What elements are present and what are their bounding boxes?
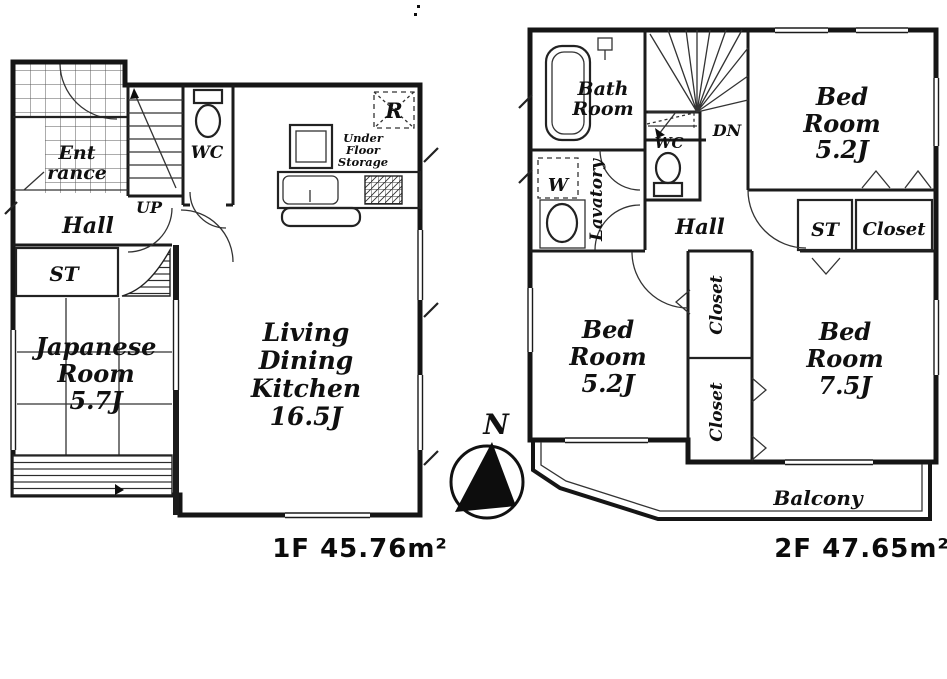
bedright-label-line1: Bed xyxy=(818,317,872,346)
bedtop-door-arc xyxy=(747,189,807,249)
underfloor-label-line1: Under xyxy=(343,131,384,145)
washer-box xyxy=(537,157,579,199)
bath-door-arc xyxy=(599,149,641,191)
floor2-plan: Bath Room DN WC W Lavatory Hall ST Close… xyxy=(518,26,947,564)
ldk-label-line4: 16.5J xyxy=(270,402,345,431)
ldk-door-arc xyxy=(180,209,234,263)
washer-label: W xyxy=(548,175,570,196)
floor1-plan: Ent rance UP Hall WC ST Japanese Room 5.… xyxy=(4,59,448,564)
fridge-label: R xyxy=(384,98,402,123)
wall-ticks xyxy=(4,147,439,466)
japanese-door-arc xyxy=(127,207,173,253)
storage-room xyxy=(14,246,120,298)
st2-room xyxy=(796,198,854,252)
closet-mid-lower-label: Closet xyxy=(707,382,727,442)
ldk-label-line3: Kitchen xyxy=(250,374,361,403)
bath-label-line2: Room xyxy=(571,98,633,120)
entrance-label-line1: Ent xyxy=(57,142,95,164)
lavatory-door-arc xyxy=(594,204,641,251)
toilet-icon xyxy=(192,88,224,139)
dn-label: DN xyxy=(712,121,743,140)
scan-speck xyxy=(417,5,420,8)
floor1-area-label: 1F 45.76m² xyxy=(272,534,448,564)
floor2-outer-walls xyxy=(527,27,939,465)
floor1-windows xyxy=(9,230,424,519)
floor2-windows xyxy=(526,26,940,466)
lavatory-sink-icon xyxy=(539,199,586,249)
closet-top-room xyxy=(854,198,934,252)
kitchen-cabinet-inner xyxy=(295,130,327,163)
lavatory-label: Lavatory xyxy=(587,158,607,242)
kitchen-fixtures xyxy=(276,91,422,228)
hall1-label: Hall xyxy=(61,213,114,239)
tatami-grid xyxy=(12,298,173,496)
ldk-label-line1: Living xyxy=(262,318,350,347)
wc1-label: WC xyxy=(191,143,224,163)
hall2-label: Hall xyxy=(674,214,724,239)
bath-label-line1: Bath xyxy=(577,78,629,100)
st1-label: ST xyxy=(49,262,80,286)
floor2-area-label: 2F 47.65m² xyxy=(774,534,947,564)
wall-ticks-2f xyxy=(518,94,533,184)
up-label: UP xyxy=(136,198,163,217)
scan-speck xyxy=(414,13,417,16)
bedright-label-line2: Room xyxy=(805,344,883,373)
stairs-down xyxy=(648,29,749,138)
japanese-label-line3: 5.7J xyxy=(69,386,124,415)
fridge-space-box xyxy=(373,91,415,129)
closet-door-chevrons xyxy=(675,169,932,461)
engawa-strip xyxy=(12,454,173,496)
front-door-arc xyxy=(59,63,118,120)
slider-marker xyxy=(115,484,124,495)
japanese-label-line1: Japanese xyxy=(32,332,157,361)
under-stairs-wedge xyxy=(121,247,171,297)
balcony-outline xyxy=(531,442,932,521)
entrance-tiles xyxy=(45,117,128,193)
bathtub-icon xyxy=(544,37,613,142)
bedright-label-line3: 7.5J xyxy=(818,371,873,400)
entrance-label-line2: rance xyxy=(47,162,107,184)
bedleft-label-line1: Bed xyxy=(581,315,635,344)
stove xyxy=(364,175,403,205)
bedleft-label-line2: Room xyxy=(568,342,646,371)
compass-circle xyxy=(449,444,525,520)
underfloor-label-line3: Storage xyxy=(338,155,388,169)
sink xyxy=(282,175,339,205)
ldk-label-line2: Dining xyxy=(258,346,354,375)
porch-tiles xyxy=(13,62,125,117)
bedtop-label-line2: Room xyxy=(802,109,880,138)
kitchen-cabinet xyxy=(288,123,334,170)
wc-door-arc xyxy=(189,191,227,229)
toilet2-icon xyxy=(646,112,695,198)
fridge-cross xyxy=(373,91,415,129)
underfloor-label-line2: Floor xyxy=(345,143,381,157)
bedleft-label-line3: 5.2J xyxy=(581,369,636,398)
japanese-label-line2: Room xyxy=(56,359,134,388)
compass-needle xyxy=(455,442,516,512)
closet-mid-upper-label: Closet xyxy=(707,275,727,335)
bedtop-label-line3: 5.2J xyxy=(815,135,870,164)
slider-gap xyxy=(170,300,182,390)
counter-front xyxy=(280,206,362,228)
north-label: N xyxy=(482,408,510,441)
bedleft-door-arc xyxy=(631,251,689,309)
entrance-step xyxy=(23,171,45,191)
wc2-label: WC xyxy=(655,134,684,152)
closet-top-label: Closet xyxy=(862,219,926,240)
st2-label: ST xyxy=(811,219,841,241)
balcony-label: Balcony xyxy=(772,486,864,510)
stairs-up xyxy=(128,88,183,189)
bedtop-label-line1: Bed xyxy=(815,82,869,111)
compass: N xyxy=(449,408,525,520)
